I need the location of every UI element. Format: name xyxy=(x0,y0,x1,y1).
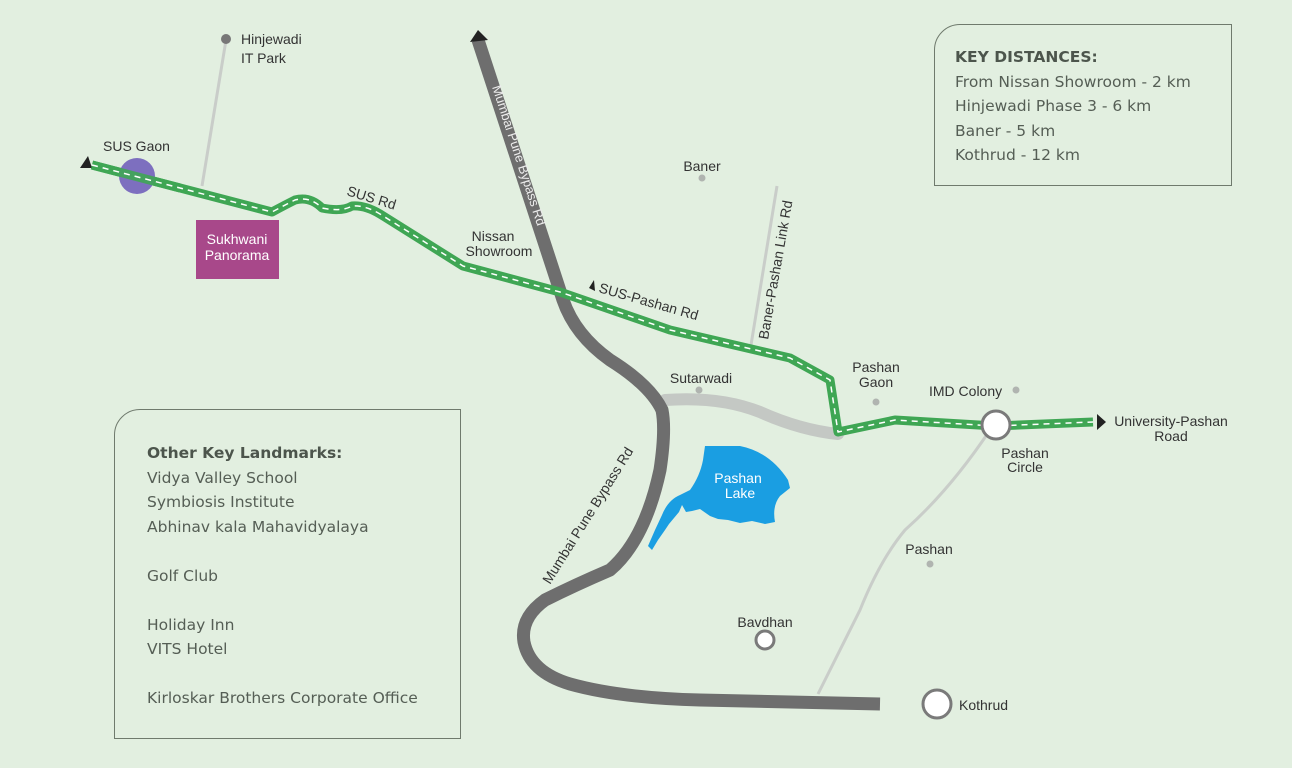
landmark-item: VITS Hotel xyxy=(147,640,228,658)
distance-item: Baner - 5 km xyxy=(955,121,1056,140)
landmarks-title: Other Key Landmarks: xyxy=(147,444,343,462)
landmark-item: Holiday Inn xyxy=(147,615,235,634)
sukhwani-panorama-marker xyxy=(196,220,279,279)
sus-pashan-arrow-icon xyxy=(589,280,595,291)
pashan-gaon-dot xyxy=(872,398,880,406)
pashan-circle-marker xyxy=(980,409,1012,441)
imd-colony-dot xyxy=(1012,386,1020,394)
pashan-circle-label-1: Pashan xyxy=(1001,445,1048,461)
sus-gaon-label: SUS Gaon xyxy=(103,138,170,154)
baner-dot xyxy=(698,174,706,182)
sus-road-west-arrow-icon xyxy=(80,156,92,168)
pashan-gaon-label-2: Gaon xyxy=(859,374,893,390)
bavdhan-marker xyxy=(754,629,776,651)
key-distances-title: KEY DISTANCES: xyxy=(955,48,1098,66)
baner-pashan-link-label: Baner-Pashan Link Rd xyxy=(755,199,795,341)
project-label-2: Panorama xyxy=(205,247,270,263)
pashan-lake xyxy=(648,446,790,550)
sus-pashan-rd-label: SUS-Pashan Rd xyxy=(597,280,700,324)
kothrud-marker xyxy=(921,688,953,720)
landmark-item: Symbiosis Institute xyxy=(147,493,295,511)
pashan-dot xyxy=(926,560,934,568)
hinjewadi-dot xyxy=(221,34,231,44)
pashan-kothrud-road xyxy=(816,429,992,695)
baner-pashan-link-road xyxy=(749,185,779,346)
sutarwadi-road xyxy=(659,393,844,440)
project-label-1: Sukhwani xyxy=(207,231,268,247)
sutarwadi-label: Sutarwadi xyxy=(670,370,732,386)
landmark-item: Golf Club xyxy=(147,566,218,585)
landmark-item: Kirloskar Brothers Corporate Office xyxy=(147,689,418,707)
landmarks-panel: Other Key Landmarks: Vidya Valley School… xyxy=(114,409,461,739)
nissan-label-1: Nissan xyxy=(472,228,515,244)
distance-item: Hinjewadi Phase 3 - 6 km xyxy=(955,97,1152,115)
landmark-item: Abhinav kala Mahavidyalaya xyxy=(147,517,369,536)
pashan-gaon-label-1: Pashan xyxy=(852,359,899,375)
key-distances-panel: KEY DISTANCES: From Nissan Showroom - 2 … xyxy=(934,24,1232,186)
university-road-label-2: Road xyxy=(1154,428,1187,444)
bypass-upper-label: Mumbai Pune Bypass Rd xyxy=(489,83,549,227)
hinjewadi-label-1: Hinjewadi xyxy=(241,31,302,47)
sus-pashan-main-road xyxy=(90,160,1094,437)
pashan-circle-label-2: Circle xyxy=(1007,459,1043,475)
pashan-lake-label-1: Pashan xyxy=(714,470,761,486)
baner-label: Baner xyxy=(683,158,721,174)
university-road-label-1: University-Pashan xyxy=(1114,413,1228,429)
hinjewadi-label-2: IT Park xyxy=(241,50,287,66)
kothrud-label: Kothrud xyxy=(959,697,1008,713)
sutarwadi-dot xyxy=(695,386,703,394)
mumbai-pune-bypass-road xyxy=(471,37,881,711)
nissan-label-2: Showroom xyxy=(466,243,533,259)
distance-item: Kothrud - 12 km xyxy=(955,146,1080,164)
pashan-lake-label-2: Lake xyxy=(725,485,756,501)
university-road-east-arrow-icon xyxy=(1097,414,1106,430)
bavdhan-label: Bavdhan xyxy=(737,614,792,630)
distance-item: From Nissan Showroom - 2 km xyxy=(955,72,1191,91)
landmark-item: Vidya Valley School xyxy=(147,468,298,487)
hinjewadi-connector-road xyxy=(200,39,228,187)
imd-colony-label: IMD Colony xyxy=(929,383,1002,399)
bypass-north-arrow-icon xyxy=(470,30,488,42)
pashan-label: Pashan xyxy=(905,541,952,557)
